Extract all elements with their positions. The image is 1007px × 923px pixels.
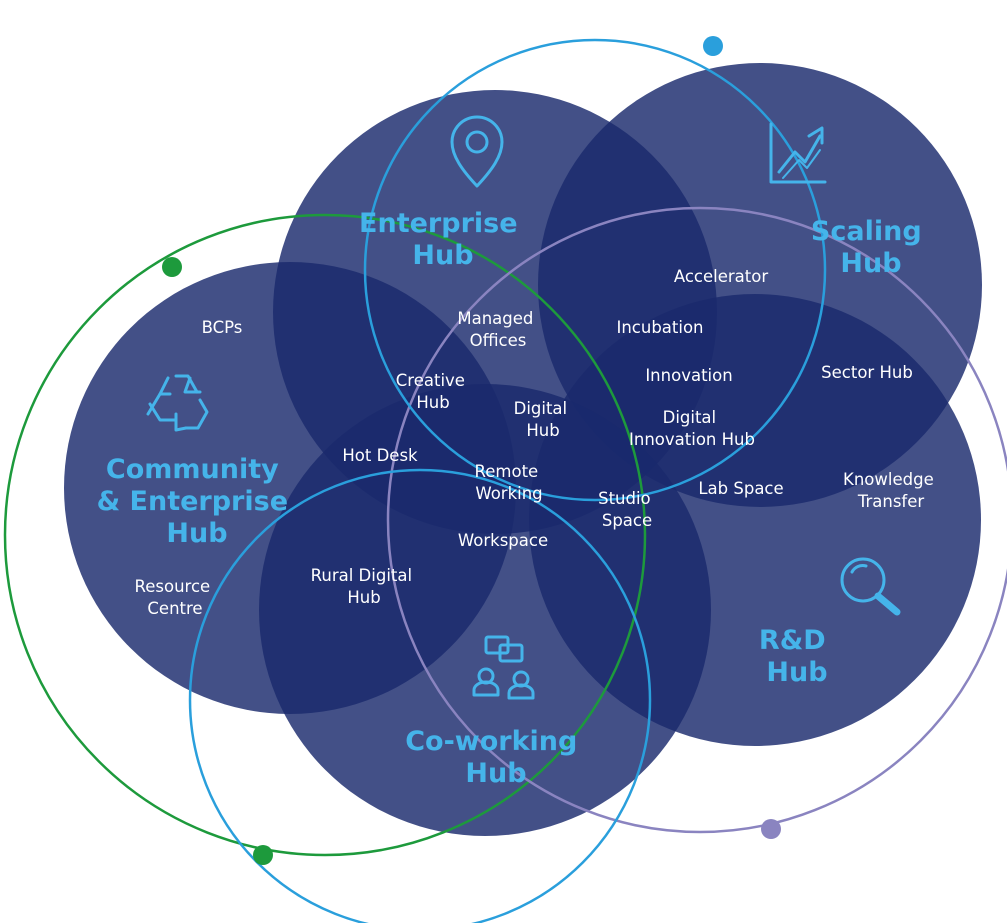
- green-ring-dot: [162, 257, 182, 277]
- label-accelerator: Accelerator: [674, 267, 768, 286]
- coworking-hub-circle: [259, 384, 711, 836]
- magnifier-icon: [840, 557, 901, 616]
- purple-ring-dot: [761, 819, 781, 839]
- label-sector-hub: Sector Hub: [821, 363, 913, 382]
- people-chat-icon: [472, 635, 535, 700]
- label-knowledge-transfer: Knowledge Transfer: [843, 470, 939, 511]
- scaling-hub-title: Scaling Hub: [811, 216, 931, 279]
- enterprise-hub-title: Enterprise Hub: [359, 208, 527, 271]
- label-hot-desk: Hot Desk: [342, 446, 418, 465]
- label-digital-innovation-hub: Digital Innovation Hub: [629, 408, 755, 449]
- label-bcps: BCPs: [202, 318, 243, 337]
- label-digital-hub: Digital Hub: [514, 399, 573, 440]
- growth-chart-icon: [769, 122, 827, 184]
- rnd-hub-title: R&D Hub: [759, 625, 835, 688]
- coworking-hub-title: Co-working Hub: [405, 726, 587, 789]
- community-hub-title: Community & Enterprise Hub: [97, 454, 298, 549]
- label-creative-hub: Creative Hub: [396, 371, 470, 412]
- lower-blue-orbit-ring: [188, 468, 652, 923]
- label-innovation: Innovation: [645, 366, 732, 385]
- upper-blue-orbit-ring: [363, 38, 827, 502]
- green-ring-dot: [253, 845, 273, 865]
- location-pin-icon: [450, 115, 504, 188]
- blue-ring-dot: [703, 36, 723, 56]
- label-rural-digital-hub: Rural Digital Hub: [311, 566, 418, 607]
- label-studio-space: Studio Space: [598, 489, 656, 530]
- recycle-icon: [146, 374, 209, 432]
- purple-orbit-ring: [386, 206, 1007, 834]
- label-incubation: Incubation: [616, 318, 703, 337]
- label-remote-working: Remote Working: [475, 462, 544, 503]
- label-managed-offices: Managed Offices: [457, 309, 538, 350]
- green-orbit-ring: [3, 213, 647, 857]
- label-resource-centre: Resource Centre: [135, 577, 216, 618]
- hub-circles: [64, 63, 982, 836]
- label-lab-space: Lab Space: [698, 479, 783, 498]
- label-workspace: Workspace: [458, 531, 548, 550]
